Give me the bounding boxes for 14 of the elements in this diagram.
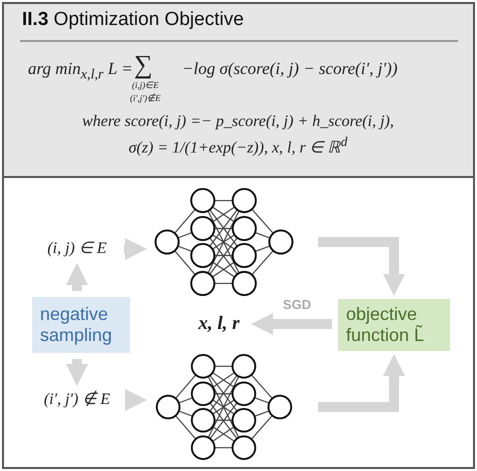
node-text: objective function L̃ [346, 304, 426, 346]
formula: −log σ(score(i, j) − score(i′, j′)) [182, 58, 398, 80]
formula-definition: where score(i, j) =− p_score(i, j) + h_score(i, j), σ(z) = 1/(1+exp(−z)), x, l, r ∈ ℝ$^{d}$ [81, 112, 395, 158]
process-box [32, 297, 130, 353]
title: II.3 Optimization Objective [22, 9, 244, 31]
edge-set-text: (i, j) ∈ E [36, 238, 118, 260]
summation-index: (i,j)∈E [132, 80, 159, 92]
edge-set-text: (i′, j′) ∉ E [34, 389, 120, 411]
process-box [338, 299, 450, 351]
summation-symbol: ∑ [134, 49, 153, 81]
formula: arg min$_{x,l,r}$ L = [28, 58, 133, 82]
parameter-text: x, l, r [190, 313, 248, 335]
summation-index: (i′,j′)∉E [130, 93, 161, 105]
node-text: negative sampling [40, 304, 114, 346]
